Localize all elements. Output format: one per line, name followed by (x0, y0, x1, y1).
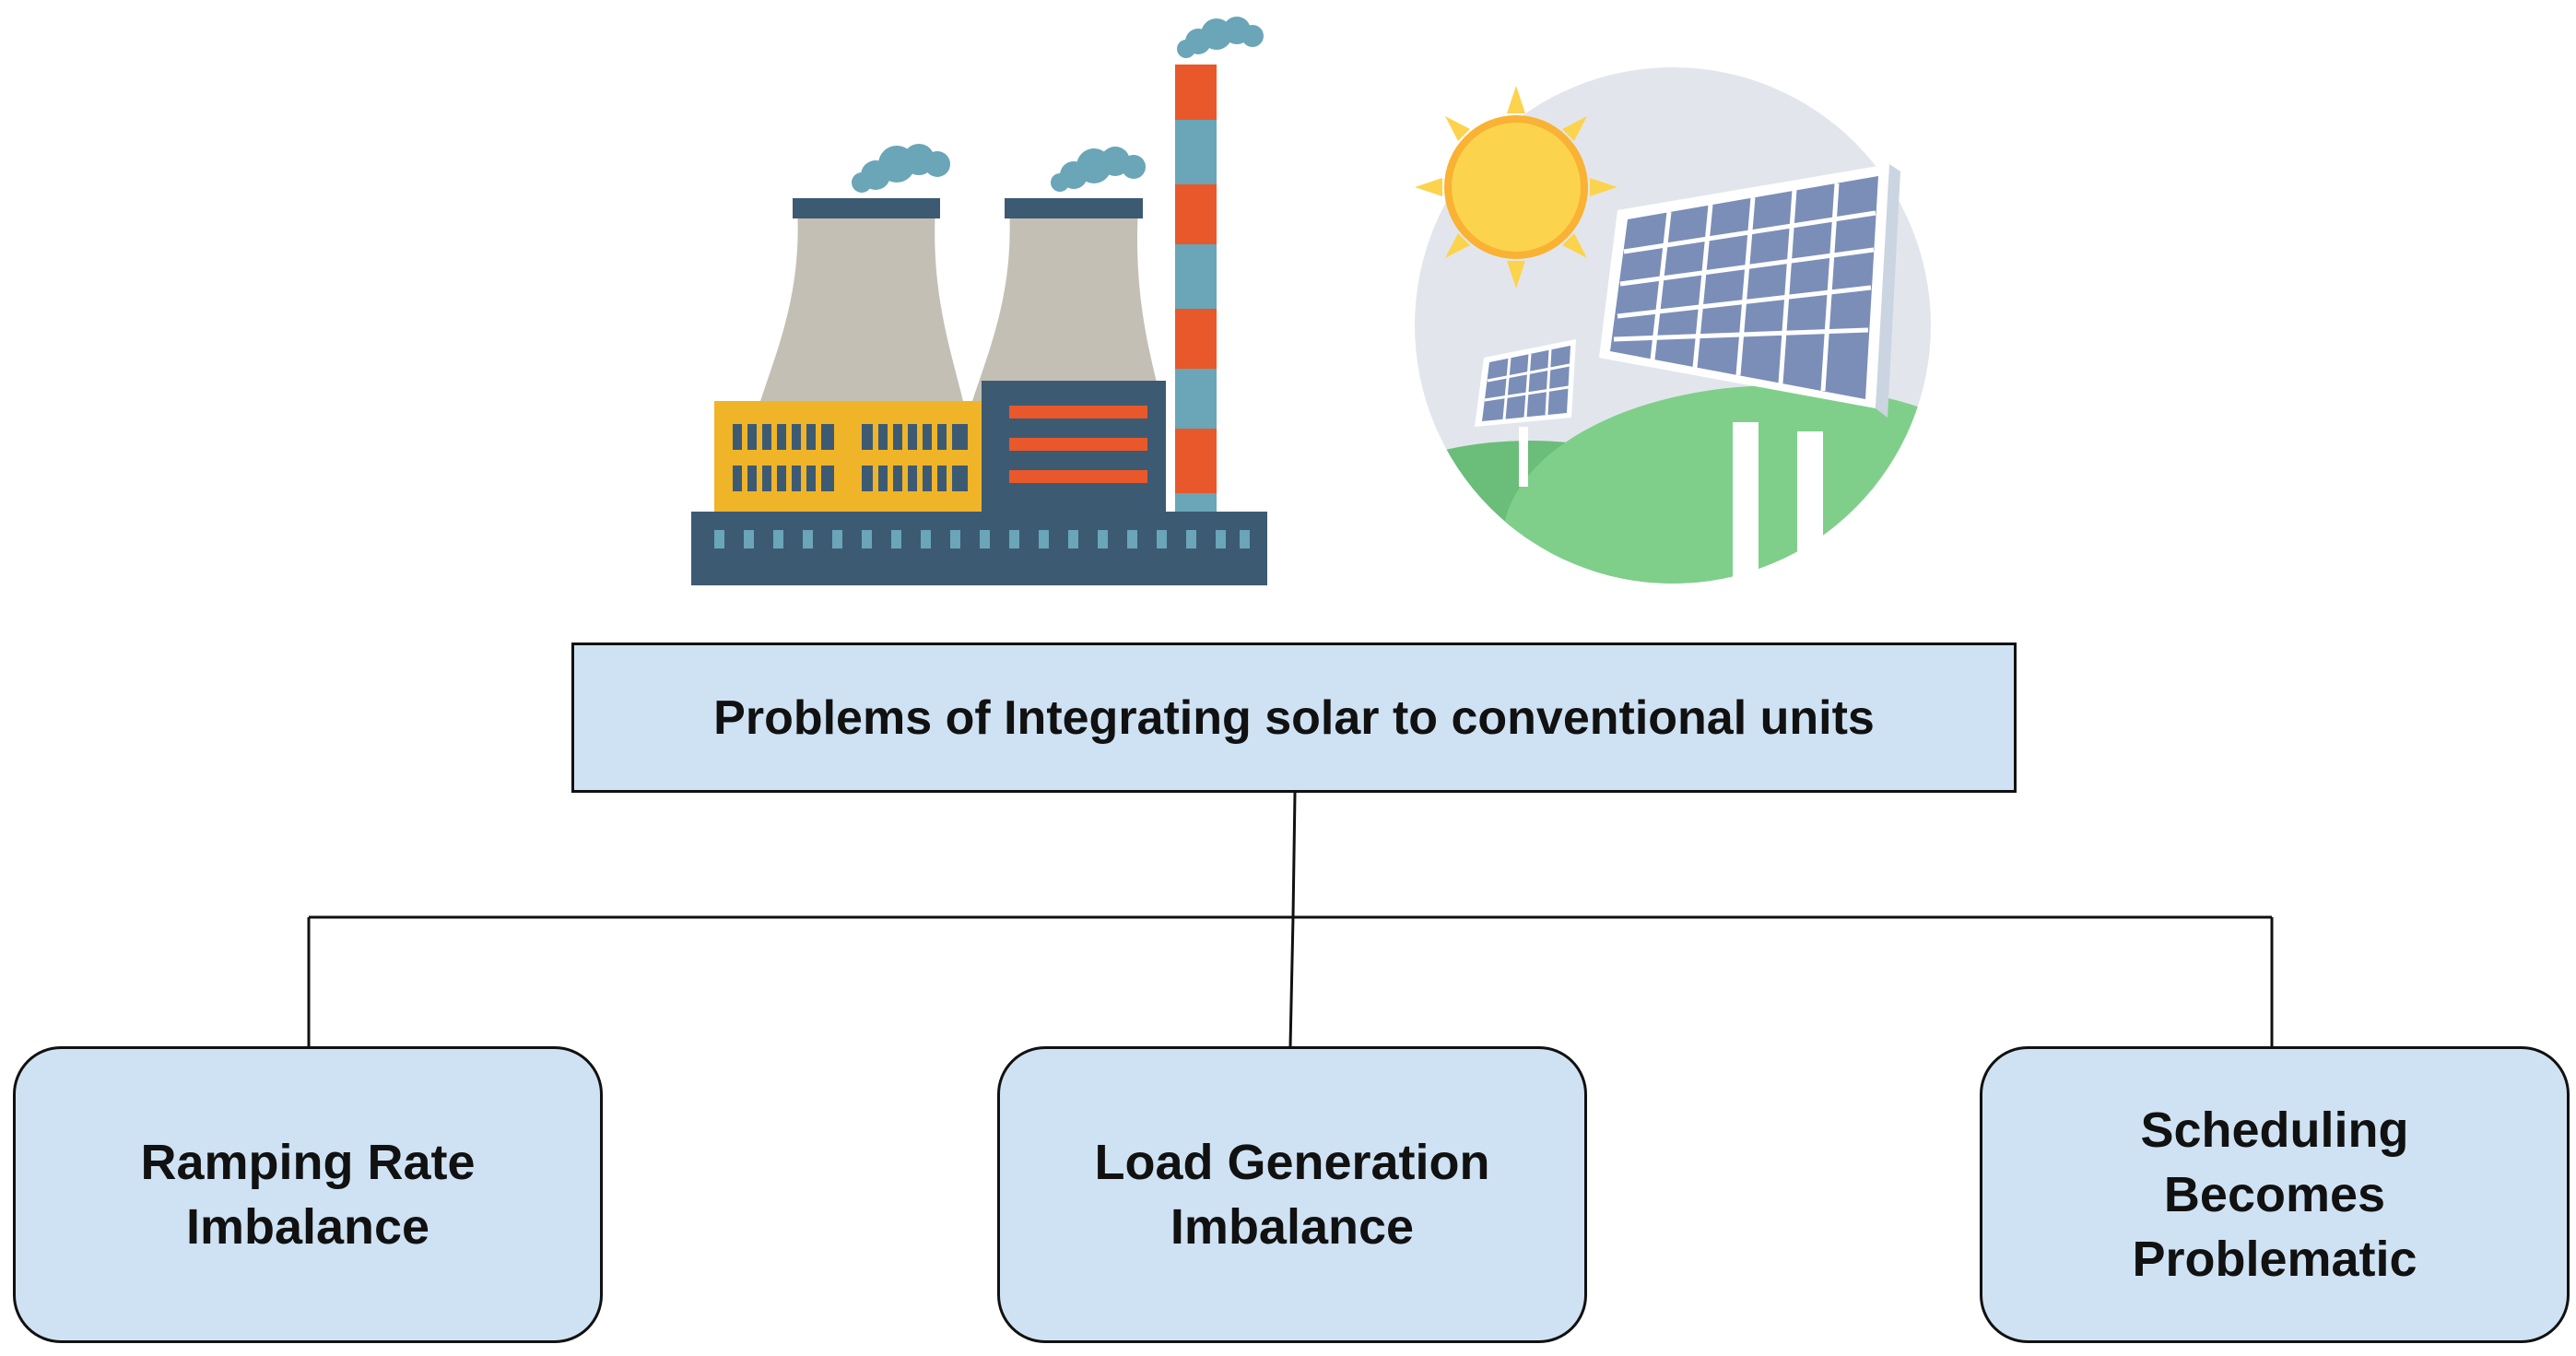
sun-icon (1415, 86, 1617, 289)
child-node-label: Load Generation Imbalance (1094, 1134, 1490, 1255)
connector-child-1 (1288, 916, 1295, 1047)
root-node: Problems of Integrating solar to convent… (571, 643, 2017, 793)
child-node-ramping-rate: Ramping Rate Imbalance (13, 1046, 603, 1343)
child-node-load-generation: Load Generation Imbalance (997, 1046, 1587, 1343)
child-node-label: Scheduling Becomes Problematic (2132, 1102, 2417, 1288)
child-node-scheduling: Scheduling Becomes Problematic (1980, 1046, 2570, 1343)
child-node-label: Ramping Rate Imbalance (140, 1134, 476, 1255)
solar-panel-icon (1415, 67, 1931, 588)
root-node-label: Problems of Integrating solar to convent… (713, 690, 1875, 745)
connector-root-trunk (1291, 792, 1297, 918)
power-plant-icon (691, 17, 1267, 585)
smoke-icon (852, 17, 1264, 193)
